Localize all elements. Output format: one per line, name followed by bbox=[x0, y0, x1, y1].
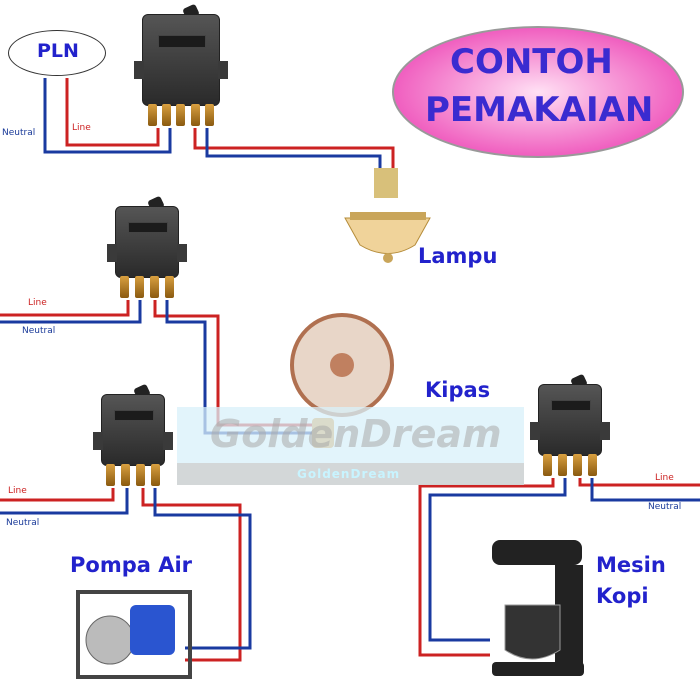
fan-label: Kipas bbox=[425, 378, 491, 402]
neutral-label: Neutral bbox=[648, 502, 682, 512]
line-label: Line bbox=[72, 123, 91, 133]
line-label: Line bbox=[28, 298, 47, 308]
watermark-small: GoldenDream bbox=[297, 467, 401, 481]
coffee-maker-illustration bbox=[492, 540, 584, 676]
pump-illustration bbox=[76, 590, 192, 679]
title-line-1: CONTOH bbox=[450, 42, 613, 82]
relay-switch-3 bbox=[93, 383, 173, 488]
neutral-label: Neutral bbox=[2, 128, 36, 138]
line-label: Line bbox=[655, 473, 674, 483]
relay-switch-1 bbox=[134, 3, 228, 128]
pln-label: PLN bbox=[37, 40, 79, 62]
pump-label: Pompa Air bbox=[70, 553, 193, 577]
relay-switch-2 bbox=[107, 195, 187, 300]
lamp-label: Lampu bbox=[418, 244, 498, 268]
relay-switch-4 bbox=[530, 373, 610, 478]
title-line-2: PEMAKAIAN bbox=[425, 90, 654, 130]
neutral-label: Neutral bbox=[22, 326, 56, 336]
coffee-label-1: Mesin bbox=[596, 553, 666, 577]
title-badge bbox=[392, 26, 684, 158]
line-label: Line bbox=[8, 486, 27, 496]
lamp-illustration bbox=[344, 168, 431, 263]
neutral-label: Neutral bbox=[6, 518, 40, 528]
watermark-big: GoldenDream bbox=[210, 412, 502, 456]
coffee-label-2: Kopi bbox=[596, 584, 649, 608]
pln-source bbox=[8, 30, 106, 76]
